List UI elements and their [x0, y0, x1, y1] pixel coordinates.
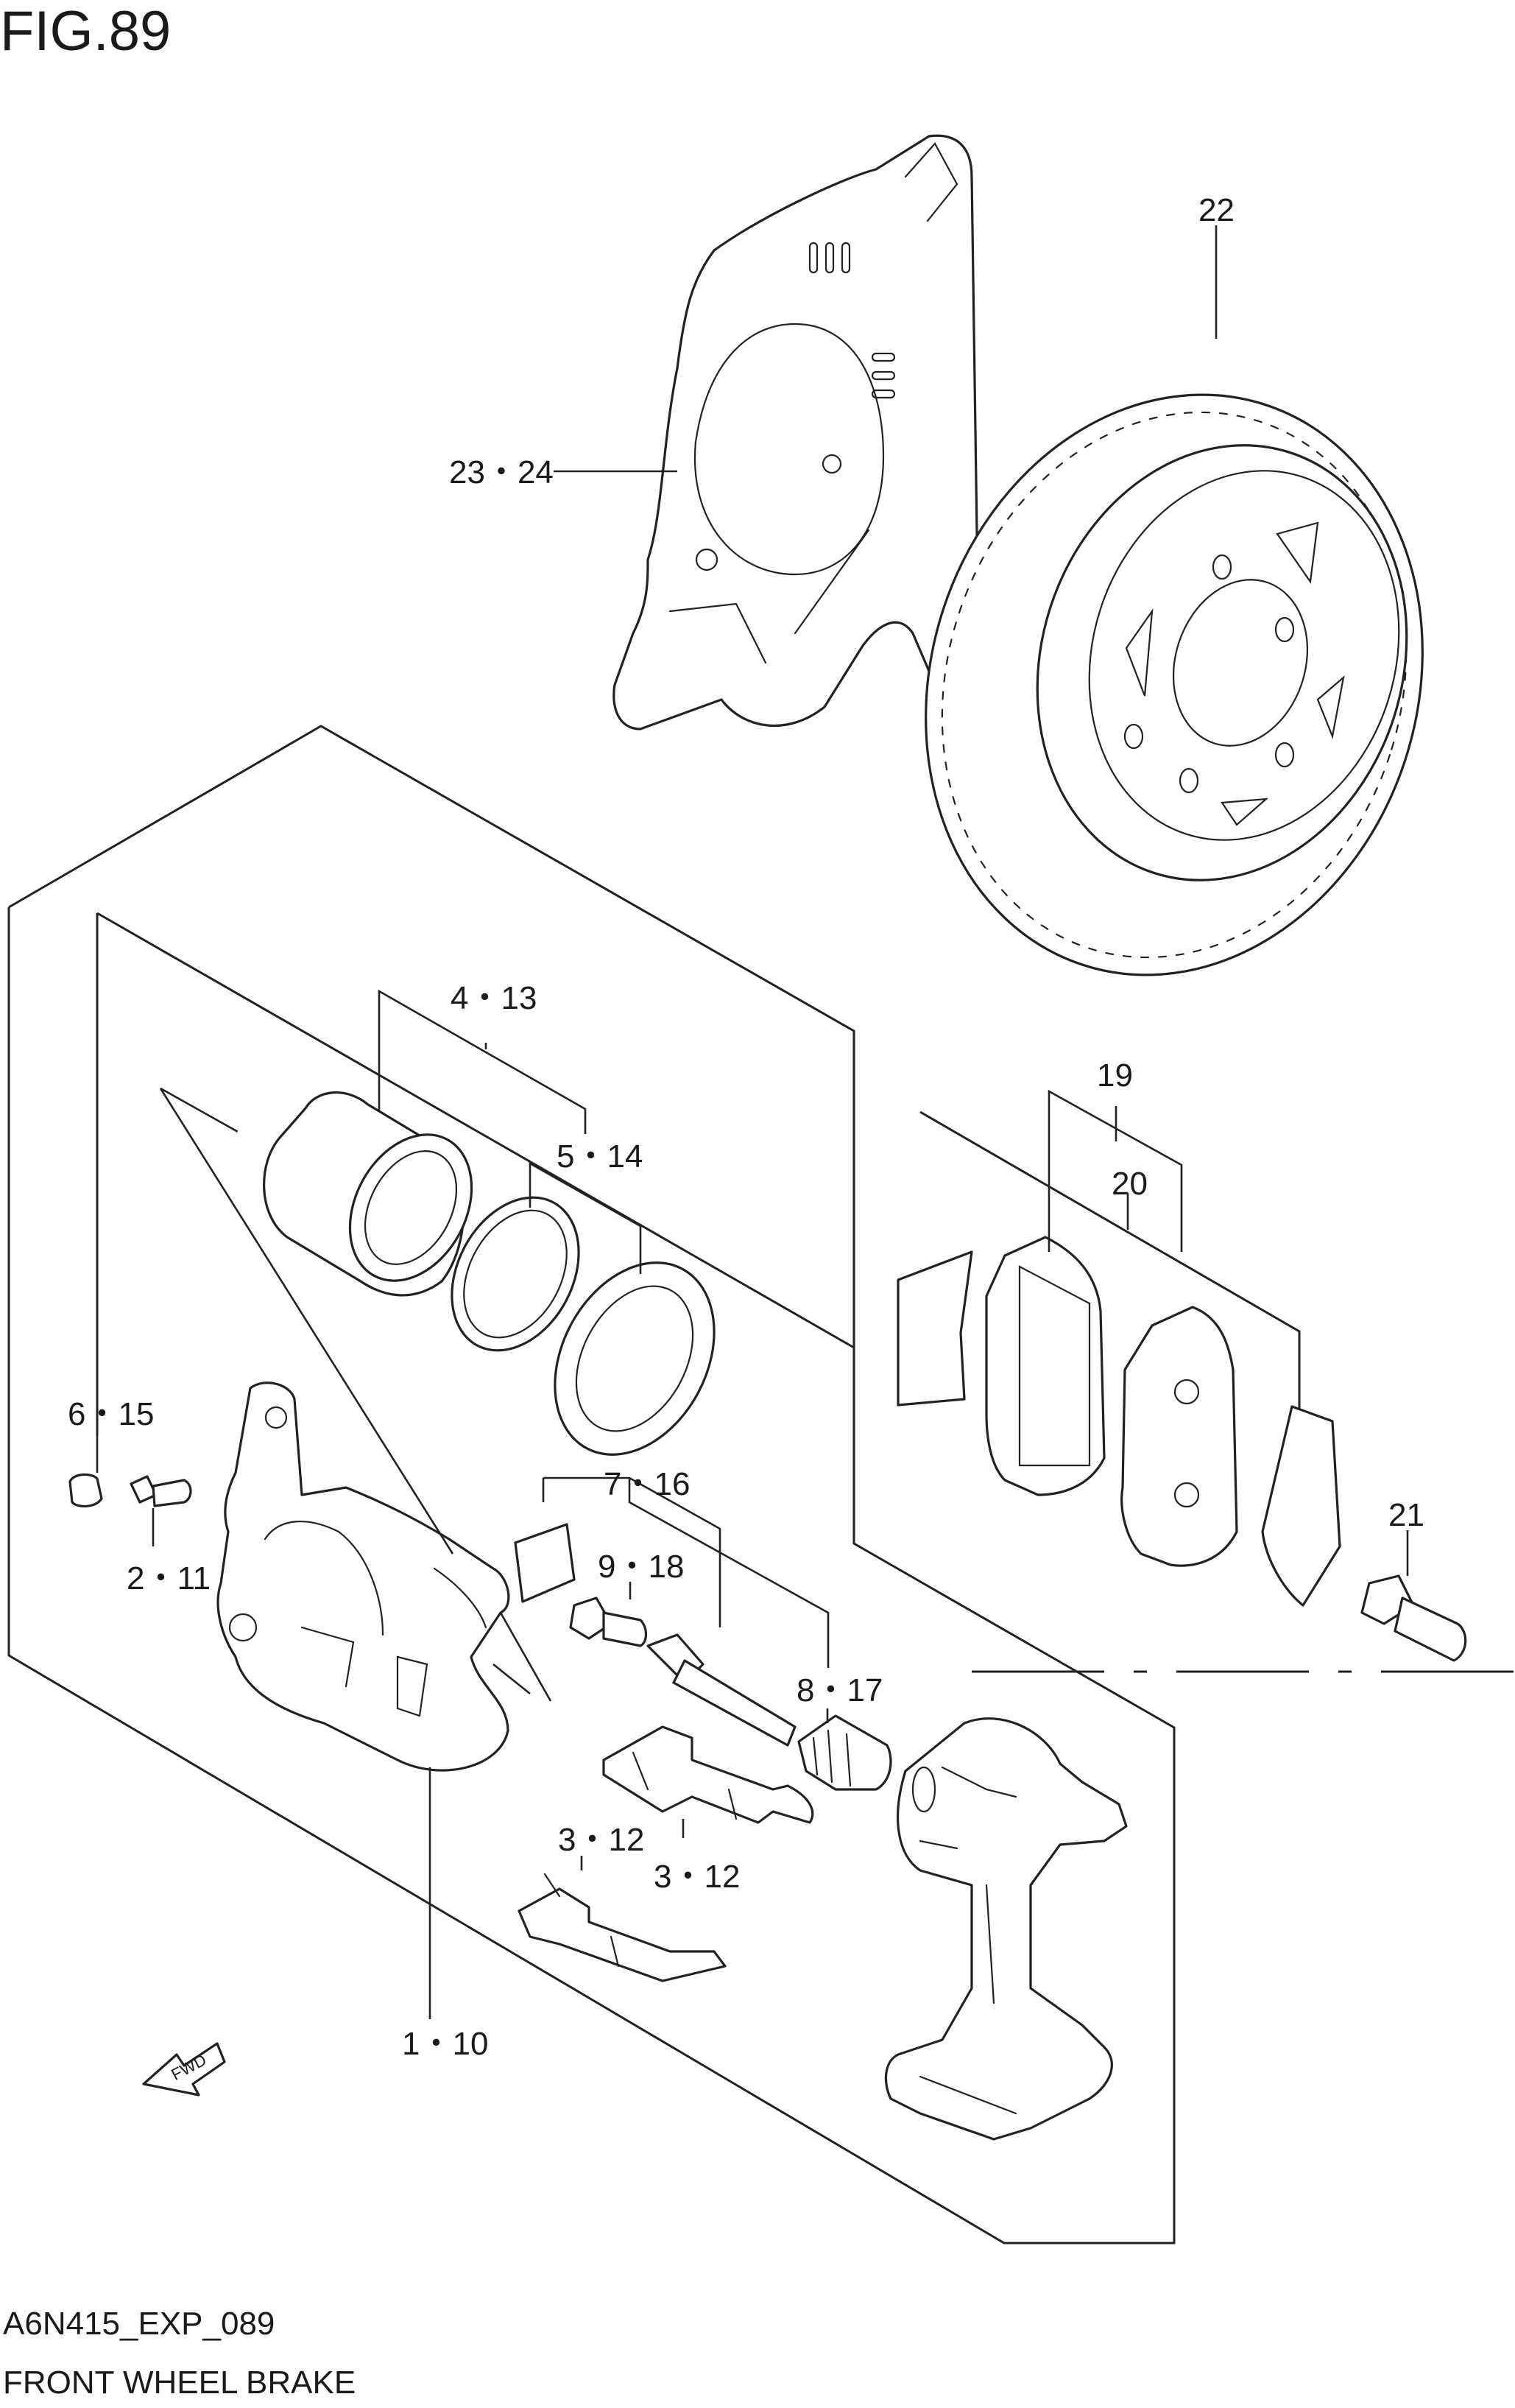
callout-3-12-b: 3・12	[654, 1859, 740, 1895]
piston-and-seals	[263, 1091, 716, 1456]
pad-clip-upper	[602, 1725, 814, 1824]
leaders-pads	[1048, 1089, 1183, 1252]
brake-disc	[925, 393, 1424, 976]
leaders-clips	[580, 1819, 685, 1870]
bleeder-screw	[130, 1475, 192, 1507]
boot-seal	[514, 1523, 576, 1603]
callout-21: 21	[1388, 1497, 1424, 1533]
callout-3-12-a: 3・12	[558, 1822, 644, 1858]
brake-pads	[897, 1236, 1341, 1607]
leaders-pin	[542, 1476, 830, 1723]
caliper-bracket	[884, 1717, 1128, 2141]
leaders-piston	[378, 989, 642, 1274]
callout-9-18: 9・18	[598, 1549, 684, 1585]
caliper-guide-lines	[159, 1087, 552, 1702]
figure-code: A6N415_EXP_089	[3, 2306, 275, 2342]
bolt-21	[1360, 1574, 1467, 1662]
callout-6-15: 6・15	[68, 1396, 154, 1432]
callout-20: 20	[1112, 1166, 1148, 1202]
assembly-frame-caliper	[7, 725, 1176, 2245]
callout-1-10: 1・10	[402, 2026, 488, 2062]
caliper-body	[216, 1381, 510, 1772]
callout-2-11: 2・11	[127, 1560, 211, 1596]
pad-clip-lower	[518, 1873, 727, 1982]
callout-23-24: 23・24	[449, 454, 554, 490]
callout-19: 19	[1097, 1057, 1133, 1094]
guide-pin	[646, 1633, 797, 1747]
figure-name: FRONT WHEEL BRAKE	[3, 2365, 356, 2401]
figure-number: FIG.89	[0, 0, 171, 63]
pin-boot	[797, 1714, 892, 1791]
callout-22: 22	[1198, 192, 1235, 228]
callout-5-14: 5・14	[557, 1138, 643, 1175]
dust-shield	[612, 134, 981, 731]
callout-4-13: 4・13	[451, 980, 537, 1016]
bleeder-cap	[68, 1473, 103, 1507]
guide-bolt	[569, 1596, 648, 1647]
fwd-arrow-icon: FWD	[142, 2042, 226, 2097]
callout-7-16: 7・16	[604, 1466, 690, 1502]
callout-8-17: 8・17	[797, 1672, 883, 1708]
